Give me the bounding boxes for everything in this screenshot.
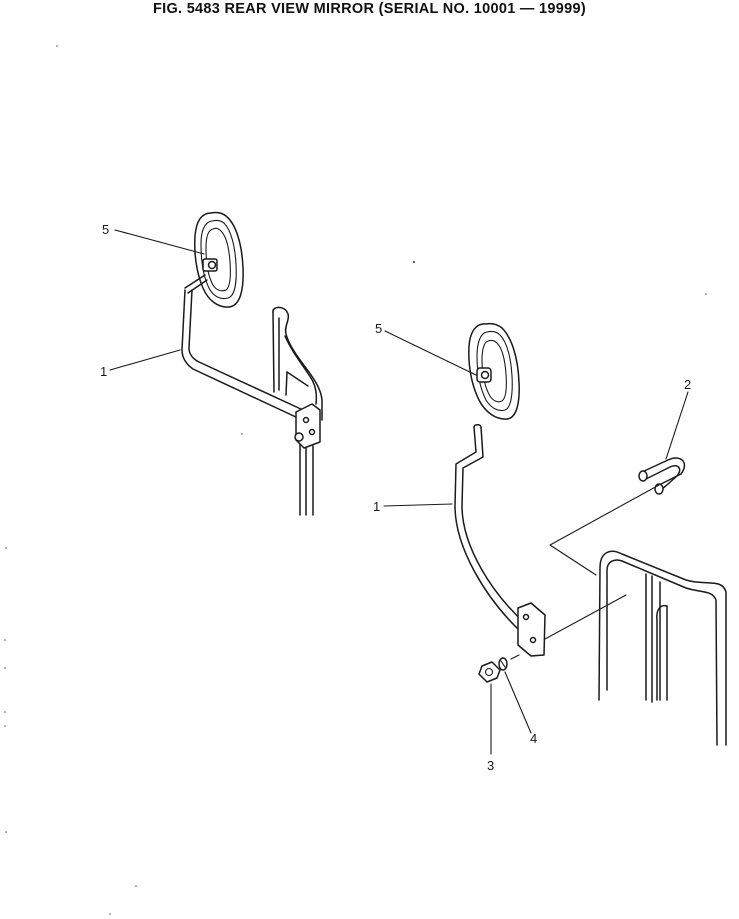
left-mirror [184,211,244,308]
right-mirror [468,322,520,420]
hex-nut [478,661,501,683]
scan-specks [4,45,707,915]
right-mirror-arm [454,424,546,657]
callout-nut: 3 [487,758,494,773]
u-bolt [638,457,686,495]
callout-right-mirror: 5 [375,321,382,336]
callout-washer: 4 [530,731,537,746]
mounting-guide-lines [544,484,660,640]
leader-lines [109,229,689,755]
callout-u-bolt: 2 [684,377,691,392]
left-mirror-arm [181,289,321,449]
right-mast-frame [598,550,727,746]
callout-left-mirror: 5 [102,222,109,237]
lock-washer [498,654,520,671]
figure-title: FIG. 5483 REAR VIEW MIRROR (SERIAL NO. 1… [152,1,587,17]
callout-left-arm: 1 [100,364,107,379]
left-mast-frame [272,306,323,516]
callouts: 5 1 5 1 2 3 4 [100,222,691,773]
callout-right-arm: 1 [373,499,380,514]
